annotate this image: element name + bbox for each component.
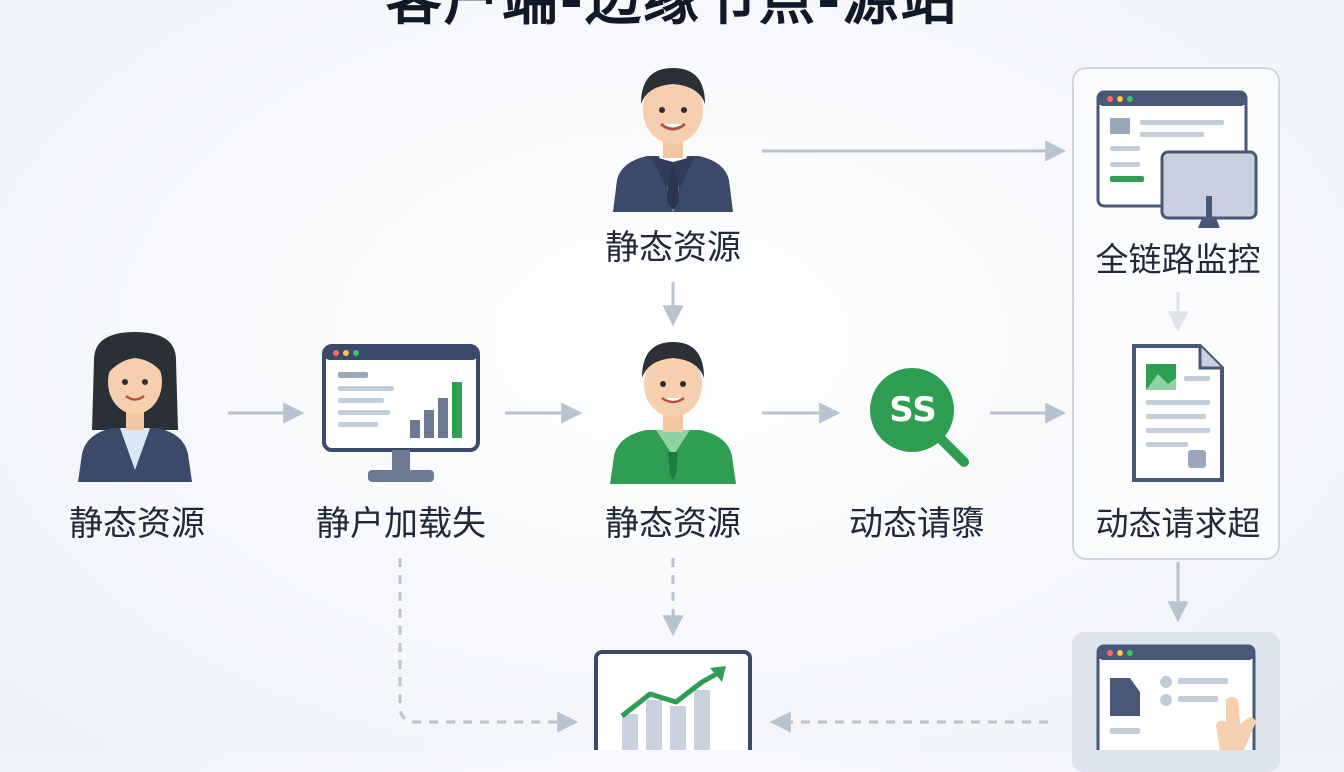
ss-search-label: 动态请隳 [849, 504, 985, 544]
dashed-arrow-monitor-to-trend [398, 558, 579, 733]
dashboard-windows-icon [1096, 90, 1258, 228]
ss-search-icon [870, 368, 969, 467]
ss-badge-text: SS [889, 390, 937, 430]
monitor-bar-chart-icon [322, 344, 480, 482]
monitor-load-label: 静户加载失 [316, 504, 486, 544]
woman-user-icon [78, 332, 192, 482]
document-icon [1132, 344, 1224, 482]
green-user-icon [610, 342, 736, 484]
full-monitor-label: 全链路监控 [1095, 240, 1261, 279]
touch-dashboard-icon[interactable] [1094, 644, 1260, 750]
dynamic-timeout-label: 动态请求超 [1095, 504, 1261, 543]
left-user-label: 静态资源 [69, 504, 205, 544]
businessman-icon [613, 68, 733, 212]
diagram-title: 客户端-边缘节点-源站 [385, 0, 959, 33]
top-user-label: 静态资源 [605, 228, 741, 268]
connector-layer [228, 140, 1189, 733]
trend-chart-icon[interactable] [594, 650, 752, 750]
edge-user-label: 静态资源 [605, 504, 741, 544]
